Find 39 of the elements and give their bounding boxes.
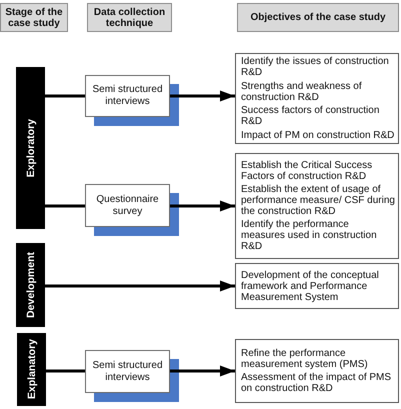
header-text: Objectives of the case study [250, 12, 386, 23]
objective-box [235, 153, 399, 259]
objective-item: Development of the conceptual framework and Performance Measurement System [241, 270, 380, 302]
stage-bar [17, 333, 46, 406]
technique-label: Questionnaire survey [95, 194, 160, 218]
stage-label: Development [24, 252, 36, 318]
objective-box [235, 339, 399, 403]
objective-item: Refine the performance measurement system (PMS) [241, 348, 369, 370]
objective-item: Establish the Critical Success Factors of construction R&D [241, 160, 374, 182]
header-box [0, 3, 68, 32]
stage-bar [16, 67, 45, 229]
arrow [45, 280, 235, 292]
stage-bar [16, 243, 45, 327]
objective-item: Impact of PM on construction R&D [241, 130, 394, 141]
objective-item: Success factors of construction R&D [241, 105, 380, 128]
header-text: Data collection technique [92, 6, 166, 28]
arrow [170, 200, 235, 212]
connector-line [45, 204, 85, 208]
header-box [237, 3, 399, 32]
technique-box [85, 184, 170, 227]
connector-line [46, 370, 85, 372]
objective-box [235, 263, 399, 309]
objective-item: Establish the extent of usage of performance measure/ CSF during the construction R&D [241, 184, 395, 217]
arrow [170, 90, 235, 102]
technique-box [85, 350, 170, 393]
objective-item: Identify the performance measures used in construction R&D [241, 219, 378, 252]
objective-item: Strengths and weakness of construction R&D [241, 80, 363, 103]
header-text: Stage of the case study [4, 6, 64, 28]
header-box [87, 3, 172, 32]
technique-label: Semi structured interviews [91, 360, 164, 384]
connector-line [45, 94, 85, 98]
objective-item: Assessment of the impact of PMS on construction R&D [241, 372, 392, 394]
technique-label: Semi structured interviews [91, 84, 164, 108]
stage-label: Explanatory [26, 339, 38, 400]
objective-item: Identify the issues of construction R&D [241, 56, 390, 78]
stage-label: Exploratory [24, 118, 36, 178]
arrow [170, 366, 235, 376]
technique-box [85, 75, 170, 117]
objective-box [235, 53, 399, 144]
